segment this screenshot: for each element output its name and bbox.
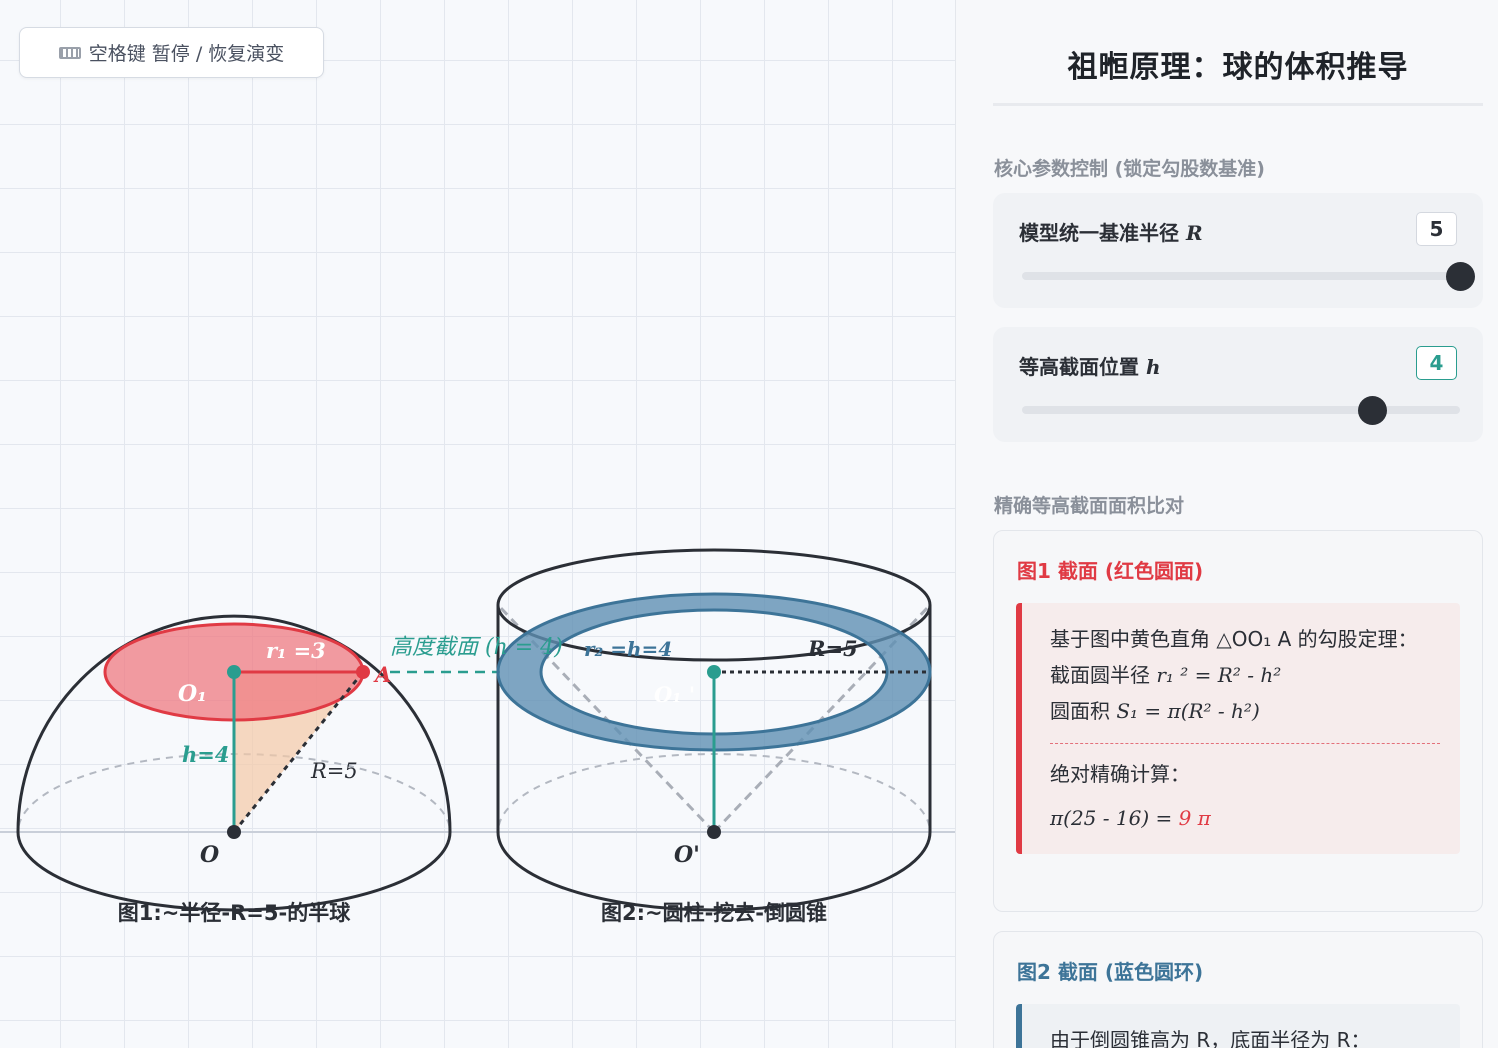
card2-title: 图2 截面 (蓝色圆环)	[1017, 960, 1204, 984]
label-h: h=4	[182, 742, 229, 767]
pause-button-label: 空格键 暂停 / 恢复演变	[88, 43, 285, 65]
params-section-title: 核心参数控制 (锁定勾股数基准)	[994, 158, 1265, 180]
card1-line1: 基于图中黄色直角 △OO₁ A 的勾股定理：	[1050, 627, 1418, 651]
point-O1	[227, 665, 241, 679]
hemisphere-outline	[16, 614, 452, 833]
radius-R-line	[232, 671, 365, 833]
card1-calc: π(25 - 16) = 9 π	[1050, 806, 1211, 830]
geometry-scene: r₁ =3 O₁ A h=4 R=5 O 图1:~半径-R=5-的半球	[0, 548, 955, 925]
slider-R-thumb[interactable]	[1445, 262, 1475, 291]
slider-R-label: 模型统一基准半径 R	[1019, 221, 1203, 245]
figure-1-hemisphere: r₁ =3 O₁ A h=4 R=5 O 图1:~半径-R=5-的半球	[16, 614, 452, 925]
panel-title: 祖暅原理：球的体积推导	[993, 38, 1483, 106]
label-A: A	[373, 662, 391, 687]
point-O-prime	[707, 825, 721, 839]
slider-R-track[interactable]	[1022, 272, 1460, 280]
point-A	[356, 665, 370, 679]
card1-line2: 截面圆半径 r₁ ² = R² - h²	[1050, 663, 1282, 687]
card1-line3: 圆面积 S₁ = π(R² - h²)	[1050, 699, 1260, 723]
area-card-fig2: 图2 截面 (蓝色圆环) 由于倒圆锥高为 R，底面半径为 R：	[993, 931, 1483, 1048]
card2-line1: 由于倒圆锥高为 R，底面半径为 R：	[1050, 1028, 1371, 1048]
slider-h-track[interactable]	[1022, 406, 1460, 414]
card1-calc-label: 绝对精确计算：	[1050, 762, 1190, 786]
label-R-fig2: R=5	[807, 636, 858, 661]
cylinder-bottom-front	[496, 831, 932, 912]
keyboard-icon	[58, 46, 81, 59]
label-O1: O₁	[178, 681, 207, 707]
canvas-area[interactable]: r₁ =3 O₁ A h=4 R=5 O 图1:~半径-R=5-的半球	[0, 0, 955, 1048]
card1-title: 图1 截面 (红色圆面)	[1017, 559, 1204, 583]
control-panel: 祖暅原理：球的体积推导 核心参数控制 (锁定勾股数基准) 模型统一基准半径 R …	[955, 0, 1498, 1048]
point-O	[227, 825, 241, 839]
section-annulus-blue	[496, 592, 932, 752]
slider-h-value[interactable]: 4	[1416, 346, 1457, 380]
label-O: O	[200, 842, 219, 868]
hemisphere-base-front	[16, 831, 452, 912]
figure-1-caption: 图1:~半径-R=5-的半球	[118, 901, 351, 925]
cylinder-top-ellipse	[496, 548, 932, 662]
point-O1-prime	[707, 665, 721, 679]
label-r2: r₂ =h=4	[584, 637, 672, 661]
figure-2-caption: 图2:~圆柱-挖去-倒圆锥	[601, 901, 827, 925]
card1-divider	[1050, 743, 1440, 744]
pause-resume-button[interactable]: 空格键 暂停 / 恢复演变	[19, 27, 324, 78]
slider-h-thumb[interactable]	[1357, 396, 1387, 425]
slider-h-label: 等高截面位置 h	[1019, 355, 1161, 379]
label-r1: r₁ =3	[266, 638, 326, 663]
compare-section-title: 精确等高截面面积比对	[994, 495, 1185, 517]
slider-R-value[interactable]: 5	[1416, 212, 1457, 246]
slider-card-h: 等高截面位置 h 4	[993, 327, 1483, 442]
card2-derivation: 由于倒圆锥高为 R，底面半径为 R：	[1016, 1004, 1460, 1048]
area-card-fig1: 图1 截面 (红色圆面) 基于图中黄色直角 △OO₁ A 的勾股定理： 截面圆半…	[993, 530, 1483, 912]
label-O1-prime: O₁ '	[654, 682, 695, 707]
figure-2-cylinder: 高度截面 (h = 4) r₂ =h=4 R=5 O₁ ' O' 图2:~圆柱-…	[390, 548, 932, 925]
label-section-height: 高度截面 (h = 4)	[390, 635, 563, 660]
label-R-fig1: R=5	[310, 759, 358, 783]
card1-derivation: 基于图中黄色直角 △OO₁ A 的勾股定理： 截面圆半径 r₁ ² = R² -…	[1016, 603, 1460, 854]
slider-card-R: 模型统一基准半径 R 5	[993, 193, 1483, 308]
label-O-prime: O'	[674, 842, 700, 868]
